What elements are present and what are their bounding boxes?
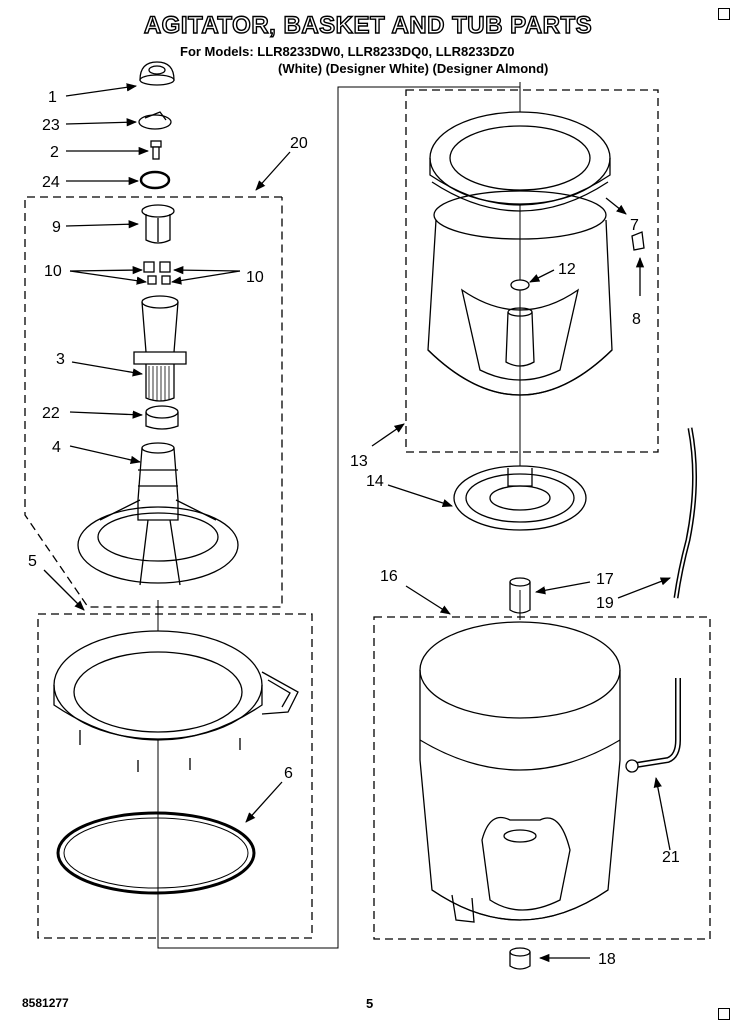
part-drive-block (453, 465, 587, 531)
part-agitator-base (77, 442, 239, 586)
callout-labels: 1 23 2 24 20 9 10 10 3 22 4 5 6 7 8 12 1… (28, 89, 680, 968)
page-number: 5 (366, 996, 374, 1011)
part-clip (631, 231, 645, 251)
callout-16: 16 (380, 568, 398, 585)
callout-3: 3 (56, 351, 65, 368)
callout-17: 17 (596, 571, 614, 588)
part-bolt (150, 140, 162, 160)
part-tub-ring (53, 630, 299, 772)
shaft-connector (157, 86, 520, 949)
model-colors: (White) (Designer White) (Designer Almon… (278, 61, 549, 76)
callout-12: 12 (558, 261, 576, 278)
callout-10-right: 10 (246, 269, 264, 286)
part-tub-nut (509, 947, 531, 970)
part-seal (509, 577, 531, 614)
group-box-13 (405, 89, 659, 453)
callout-8: 8 (632, 311, 641, 328)
part-dogs (143, 261, 171, 285)
callout-2: 2 (50, 144, 59, 161)
part-cam-agitator (141, 204, 175, 244)
part-ring (139, 170, 171, 190)
callout-1: 1 (48, 89, 57, 106)
callout-9: 9 (52, 219, 61, 236)
group-box-20 (24, 196, 283, 608)
part-agitator-barrel (133, 295, 187, 402)
callout-24: 24 (42, 174, 60, 191)
group-box-5 (37, 613, 313, 939)
callout-18: 18 (598, 951, 616, 968)
callout-5: 5 (28, 553, 37, 570)
part-basket (427, 190, 613, 396)
callout-14: 14 (366, 473, 384, 490)
group-box-16 (373, 616, 711, 940)
diagram-code: 8581277 (22, 996, 69, 1010)
part-agitator-cap (139, 61, 175, 86)
callout-13: 13 (350, 453, 368, 470)
callout-4: 4 (52, 439, 61, 456)
callout-22: 22 (42, 405, 60, 422)
diagram-title: AGITATOR, BASKET AND TUB PARTS (143, 11, 593, 39)
callout-6: 6 (284, 765, 293, 782)
part-nut-basket (510, 279, 530, 291)
part-cam (138, 111, 172, 130)
callout-7: 7 (630, 217, 639, 234)
model-numbers: For Models: LLR8233DW0, LLR8233DQ0, LLR8… (180, 44, 515, 59)
part-gasket (56, 811, 256, 895)
callout-20: 20 (290, 135, 308, 152)
callout-19: 19 (596, 595, 614, 612)
part-clutch (145, 405, 179, 430)
callout-23: 23 (42, 117, 60, 134)
part-drain-hose (625, 678, 681, 773)
part-balance-ring (429, 111, 611, 212)
callout-21: 21 (662, 849, 680, 866)
corner-mark-top (718, 8, 730, 20)
corner-mark-bottom (718, 1008, 730, 1020)
part-outer-tub (419, 621, 621, 923)
callout-10-left: 10 (44, 263, 62, 280)
